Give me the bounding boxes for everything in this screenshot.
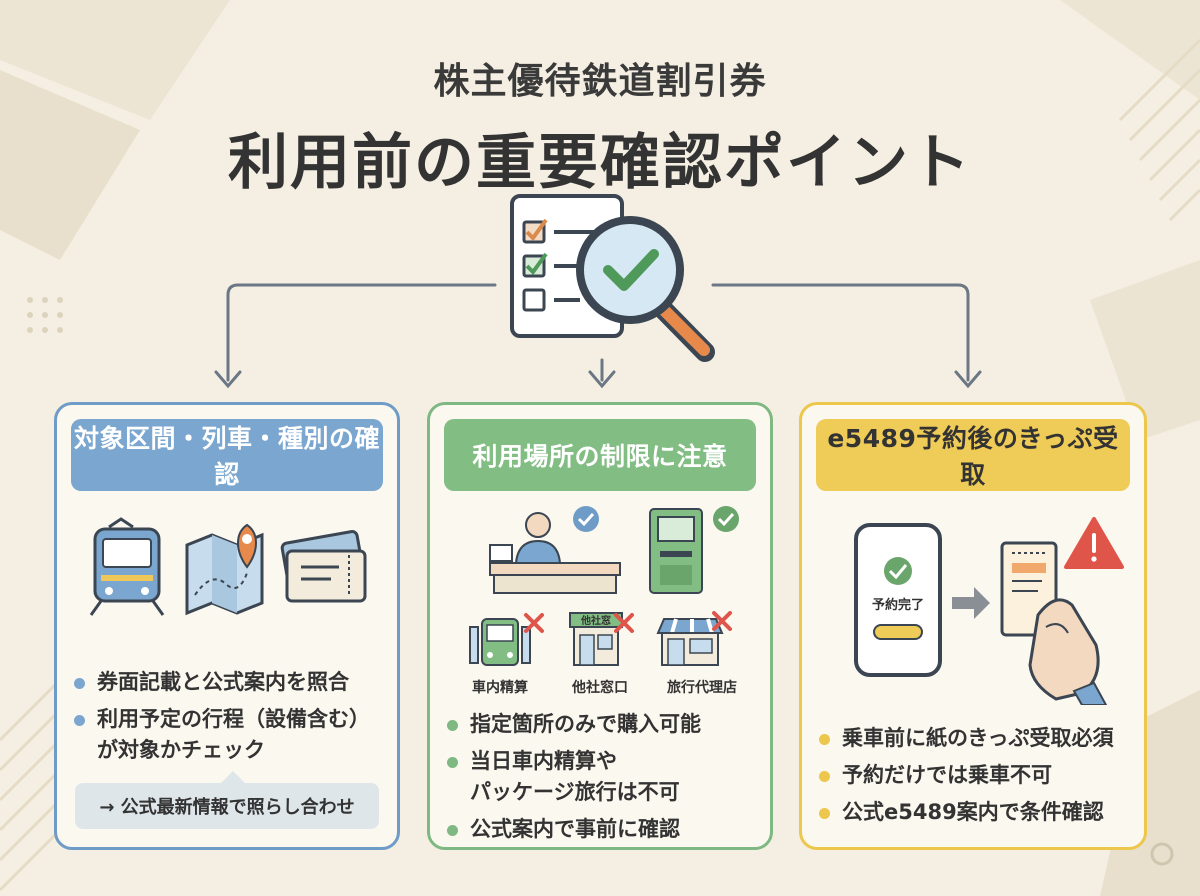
shop-sign-text: 他社窓: [580, 614, 611, 627]
list-item: パッケージ旅行は不可: [444, 777, 764, 808]
checklist-magnifier-icon: [510, 194, 715, 362]
phone-status-text: 予約完了: [872, 597, 924, 613]
title-block: 株主優待鉄道割引券 利用前の重要確認ポイント: [0, 52, 1200, 201]
card-e5489-ticket: e5489予約後のきっぷ受取 予約完了 乗車前に紙のきっぷ受取必須 予約だ: [799, 402, 1147, 850]
list-item-continuation: パッケージ旅行は不可: [470, 780, 680, 804]
staff-counter-icon: [489, 512, 621, 594]
bullet-list: 乗車前に紙のきっぷ受取必須 予約だけでは乗車不可 公式e5489案内で条件確認: [816, 723, 1146, 834]
list-item-continuation: が対象かチェック: [97, 738, 265, 762]
hand-ticket-icon: [1000, 541, 1108, 705]
page-subtitle: 株主優待鉄道割引券: [433, 61, 767, 102]
list-item: 予約だけでは乗車不可: [816, 760, 1146, 791]
bullet-list: 券面記載と公式案内を照合 利用予定の行程（設備含む） が対象かチェック: [71, 667, 391, 772]
cross-icon: [712, 611, 732, 631]
label-other-company: 他社窓口: [572, 680, 628, 696]
restricted-places-illustration: 他社窓: [469, 611, 732, 666]
train-icon: [89, 517, 165, 616]
cross-icon: [524, 613, 544, 633]
ticket-machine-icon: [649, 508, 703, 594]
magnifier-check-icon: [576, 216, 715, 362]
list-item: 当日車内精算や: [444, 746, 764, 777]
ticket-icon: [280, 530, 367, 603]
card-header: 対象区間・列車・種別の確認: [71, 419, 383, 491]
card-illustration: 予約完了: [854, 517, 1124, 705]
check-icon: [713, 506, 739, 532]
page-title: 利用前の重要確認ポイント: [228, 128, 972, 198]
list-item: 券面記載と公式案内を照合: [71, 667, 391, 698]
list-item: 公式案内で事前に確認: [444, 814, 764, 845]
list-item: 指定箇所のみで購入可能: [444, 709, 764, 740]
card-illustration: [89, 517, 367, 616]
smartphone-icon: 予約完了: [854, 523, 942, 677]
map-pin-icon: [185, 523, 264, 616]
bullet-list: 指定箇所のみで購入可能 当日車内精算や パッケージ旅行は不可 公式案内で事前に確…: [444, 709, 764, 851]
list-item: 乗車前に紙のきっぷ受取必須: [816, 723, 1146, 754]
arrow-right-icon: [952, 587, 990, 619]
card-header: 利用場所の制限に注意: [444, 419, 756, 491]
card-illustration: [489, 506, 739, 594]
onboard-train-icon: [469, 618, 531, 666]
label-onboard: 車内精算: [472, 680, 528, 696]
list-item: 公式e5489案内で条件確認: [816, 797, 1146, 828]
card-usage-place: 利用場所の制限に注意 他社窓: [427, 402, 773, 850]
check-icon: [573, 506, 599, 532]
other-company-window-icon: 他社窓: [569, 612, 623, 666]
list-item: が対象かチェック: [71, 735, 391, 766]
warning-icon: [1064, 517, 1124, 569]
card-header: e5489予約後のきっぷ受取: [816, 419, 1130, 491]
list-item: 利用予定の行程（設備含む）: [71, 704, 391, 735]
cross-icon: [614, 613, 634, 633]
note-callout: → 公式最新情報で照らし合わせ: [75, 771, 379, 829]
card-route-check: 対象区間・列車・種別の確認 券面記載と公式案内を照合 利用予定の行程: [54, 402, 400, 850]
label-travel-agency: 旅行代理店: [667, 680, 737, 696]
travel-agency-icon: [656, 618, 724, 666]
